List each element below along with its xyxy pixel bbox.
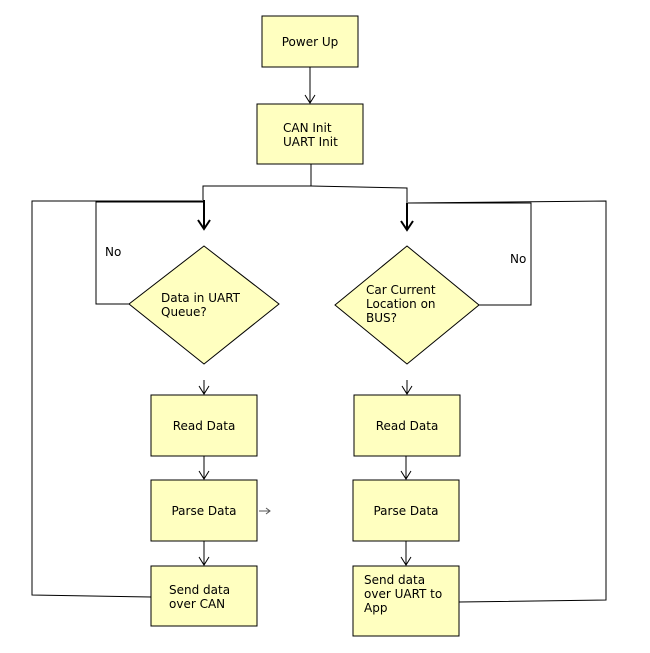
right-send-line-3: App <box>364 601 387 615</box>
left-read-data-label: Read Data <box>173 419 236 433</box>
left-send-line-2: over CAN <box>169 597 225 611</box>
left-no-label: No <box>105 245 121 259</box>
left-parse-data-node: Parse Data <box>150 479 258 542</box>
init-label-line-2: UART Init <box>283 135 338 149</box>
edge-into-uart-decision <box>197 200 211 231</box>
left-parse-data-label: Parse Data <box>171 504 236 518</box>
right-parse-data-node: Parse Data <box>352 479 460 542</box>
right-send-line-2: over UART to <box>364 587 442 601</box>
power-up-node: Power Up <box>261 15 359 68</box>
edge-power-to-init <box>304 67 316 104</box>
uart-decision-line-1: Data in UART <box>161 291 241 305</box>
right-read-data-label: Read Data <box>376 419 439 433</box>
right-read-data-node: Read Data <box>353 394 461 457</box>
left-send-can-node: Send data over CAN <box>150 565 258 627</box>
can-decision-line-1: Car Current <box>366 283 436 297</box>
can-location-decision: Car Current Location on BUS? <box>334 245 480 365</box>
edge-left-chain <box>198 380 210 566</box>
right-parse-data-label: Parse Data <box>373 504 438 518</box>
stray-arrow <box>259 507 271 515</box>
edge-right-return-from-send <box>408 200 607 603</box>
edge-left-no-label: No <box>105 245 121 259</box>
edge-into-can-decision <box>400 203 414 232</box>
edge-right-chain <box>400 380 413 566</box>
edge-right-loop-back <box>408 202 532 306</box>
uart-decision-line-2: Queue? <box>161 305 207 319</box>
right-send-uart-node: Send data over UART to App <box>352 565 460 637</box>
uart-queue-decision: Data in UART Queue? <box>128 245 280 365</box>
left-send-line-1: Send data <box>169 583 230 597</box>
right-no-label: No <box>510 252 526 266</box>
edge-right-no-label: No <box>510 252 526 266</box>
can-decision-line-3: BUS? <box>366 311 397 325</box>
right-send-line-1: Send data <box>364 573 425 587</box>
init-node: CAN Init UART Init <box>256 103 364 165</box>
init-label-line-1: CAN Init <box>283 121 332 135</box>
power-up-label: Power Up <box>282 35 339 49</box>
can-decision-line-2: Location on <box>366 297 436 311</box>
edge-left-loop-back <box>95 201 204 305</box>
left-read-data-node: Read Data <box>150 394 258 457</box>
edge-init-split <box>202 164 408 203</box>
edge-left-return-from-send <box>31 200 204 598</box>
